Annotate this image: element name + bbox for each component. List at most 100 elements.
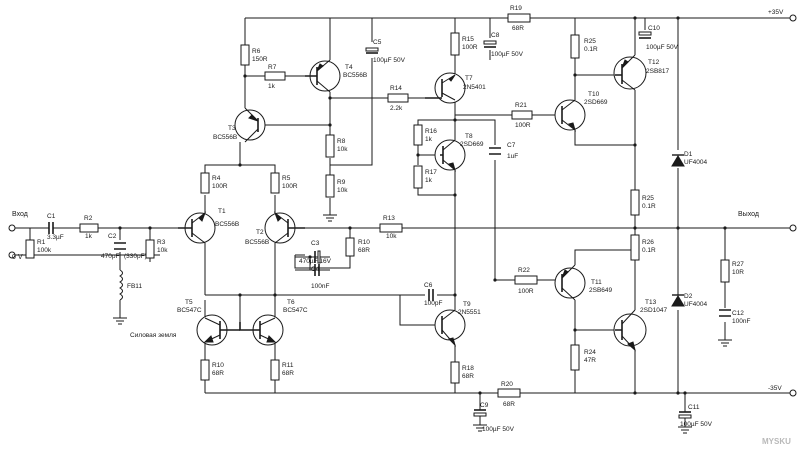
transistor-T10[interactable]	[554, 99, 586, 132]
diode-D1[interactable]	[671, 154, 685, 167]
resistor-R6[interactable]	[240, 44, 250, 66]
C6-value: 100pF	[424, 300, 442, 307]
R20-value: 68R	[503, 401, 515, 408]
capacitor-C9[interactable]	[473, 409, 487, 425]
R25-name: R25	[642, 195, 654, 202]
C1-value: 3.3µF	[47, 234, 64, 241]
resistor-R10-feedback[interactable]	[345, 237, 355, 257]
transistor-T7[interactable]	[425, 72, 466, 104]
resistor-R20[interactable]	[497, 388, 521, 398]
R19-value: 68R	[512, 25, 524, 32]
T13-name: T13	[645, 299, 657, 306]
resistor-R25[interactable]	[630, 189, 640, 216]
C10-name: C10	[648, 25, 660, 32]
capacitor-C1[interactable]	[44, 222, 58, 234]
capacitor-C6[interactable]	[428, 289, 434, 301]
capacitor-C12[interactable]	[719, 309, 731, 317]
R8-name: R8	[337, 138, 346, 145]
transistor-T3[interactable]	[234, 107, 266, 143]
terminals	[8, 14, 797, 397]
transistor-T9[interactable]	[434, 309, 466, 347]
T1-name: T1	[218, 208, 226, 215]
resistor-bodies	[25, 13, 730, 398]
resistor-R22[interactable]	[514, 275, 538, 285]
zero-label: 0 V	[12, 254, 23, 261]
transistor-T12[interactable]	[613, 54, 647, 91]
resistor-R26[interactable]	[630, 234, 640, 261]
transistor-T2[interactable]	[264, 211, 305, 244]
capacitor-C7[interactable]	[489, 147, 501, 155]
transistor-T8[interactable]	[434, 139, 466, 172]
input-terminal[interactable]	[8, 224, 16, 232]
R10-feedback-value: 68R	[358, 247, 370, 254]
output-terminal[interactable]	[789, 224, 797, 232]
R3-value: 10k	[157, 247, 168, 254]
capacitor-C4[interactable]	[314, 264, 320, 276]
transistor-T1[interactable]	[178, 211, 216, 244]
diode-D2[interactable]	[671, 294, 685, 307]
zero-terminal[interactable]	[8, 251, 16, 259]
resistor-R27[interactable]	[720, 259, 730, 283]
resistor-R15[interactable]	[450, 32, 460, 56]
T12-part: 2SB817	[646, 68, 670, 75]
R25-value: 0.1R	[642, 203, 656, 210]
C2-name: C2	[108, 233, 117, 240]
T11-name: T11	[591, 279, 602, 286]
transistor-T13[interactable]	[613, 309, 647, 352]
resistor-R14[interactable]	[387, 93, 409, 103]
capacitor-C8[interactable]	[483, 40, 497, 48]
capacitor-C11[interactable]	[678, 411, 692, 427]
D2-part: UF4004	[684, 301, 708, 308]
capacitor-C10[interactable]	[638, 31, 652, 39]
T2-part: BC556B	[245, 239, 269, 246]
R26-value: 0.1R	[642, 247, 656, 254]
capacitor-C5[interactable]	[365, 47, 379, 54]
transistor-T6[interactable]	[239, 314, 284, 346]
C2-value: 470pF	[101, 253, 119, 260]
resistor-R16[interactable]	[413, 124, 423, 146]
transistor-T11[interactable]	[554, 264, 586, 301]
transistor-T5[interactable]	[196, 314, 240, 346]
resistor-R3[interactable]	[145, 239, 155, 259]
resistor-R11[interactable]	[270, 359, 280, 381]
R10-mirror-name: R10	[212, 362, 224, 369]
resistor-R4[interactable]	[200, 172, 210, 194]
C6-name: C6	[424, 282, 433, 289]
resistor-R7[interactable]	[264, 71, 286, 81]
resistor-R21[interactable]	[511, 110, 533, 120]
resistor-R10-mirror[interactable]	[200, 359, 210, 381]
R27-value: 10R	[732, 269, 744, 276]
resistor-R8[interactable]	[325, 134, 335, 158]
inductor-FB11[interactable]	[119, 269, 123, 301]
labels: Вход 0 V Выход +35V -35V Силовая земля R…	[12, 5, 791, 446]
T5-part: BC547C	[177, 307, 202, 314]
T5-name: T5	[185, 299, 193, 306]
T3-name: T3	[228, 125, 236, 132]
positive-rail-terminal[interactable]	[789, 14, 797, 22]
R18-value: 68R	[462, 373, 474, 380]
R27-name: R27	[732, 261, 744, 268]
ground-symbols	[113, 214, 732, 434]
resistor-R19[interactable]	[507, 13, 531, 23]
R6-name: R6	[252, 48, 261, 55]
resistor-R9[interactable]	[325, 174, 335, 198]
R16-value: 1k	[425, 136, 433, 143]
capacitor-C2[interactable]	[114, 242, 126, 250]
R10-feedback-name: R10	[358, 239, 370, 246]
resistor-R1[interactable]	[25, 239, 35, 259]
resistor-R13[interactable]	[379, 223, 403, 233]
resistor-R24[interactable]	[570, 344, 580, 371]
resistor-R18[interactable]	[450, 361, 460, 384]
resistor-R17[interactable]	[413, 165, 423, 189]
negative-rail-terminal[interactable]	[789, 389, 797, 397]
C8-name: C8	[491, 32, 500, 39]
R20-name: R20	[501, 381, 513, 388]
resistor-R5[interactable]	[270, 172, 280, 194]
resistor-R25-top[interactable]	[570, 34, 580, 59]
C5-name: C5	[373, 39, 382, 46]
resistor-R2[interactable]	[79, 223, 99, 233]
wires	[14, 17, 792, 412]
capacitor-C3[interactable]	[310, 250, 330, 264]
transistor-T4[interactable]	[305, 59, 341, 93]
C4-name: C4	[311, 266, 320, 273]
